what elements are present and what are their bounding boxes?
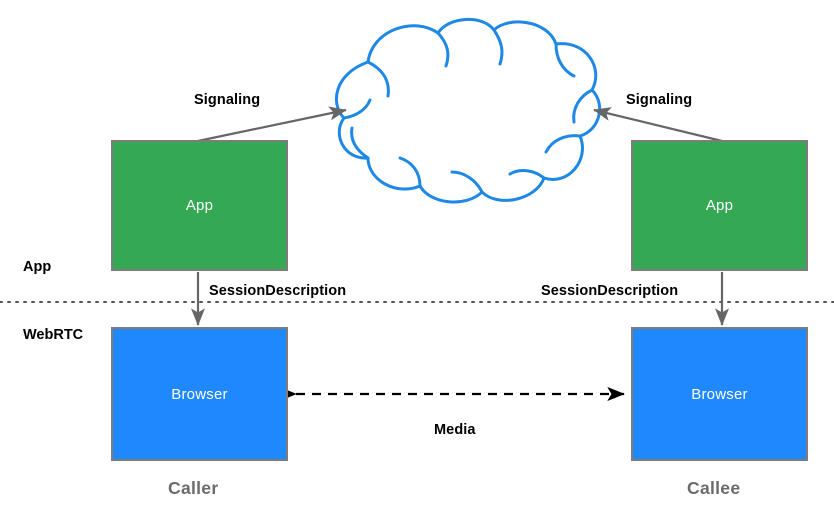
caller-signaling-label: Signaling: [194, 92, 261, 108]
role-label-callee: Callee: [687, 478, 741, 498]
callee-app-label: App: [705, 197, 734, 214]
callee-browser-box[interactable]: Browser: [631, 327, 808, 461]
media-label: Media: [434, 422, 476, 438]
caller-browser-label: Browser: [171, 385, 228, 403]
callee-app-box[interactable]: App: [631, 140, 808, 271]
layer-label-webrtc: WebRTC: [23, 327, 84, 343]
layer-label-app: App: [23, 259, 52, 275]
caller-app-label: App: [185, 197, 214, 214]
role-label-caller: Caller: [168, 478, 219, 498]
caller-signaling-arrow: [197, 106, 347, 143]
caller-browser-box[interactable]: Browser: [111, 327, 288, 461]
callee-sessiondescription-label: SessionDescription: [541, 283, 679, 299]
callee-signaling-arrow: [593, 107, 723, 143]
signaling-cloud-icon: [335, 17, 602, 204]
callee-browser-label: Browser: [691, 385, 748, 403]
caller-sessiondescription-label: SessionDescription: [209, 283, 347, 299]
callee-signaling-label: Signaling: [626, 92, 693, 108]
caller-app-box[interactable]: App: [111, 140, 288, 271]
